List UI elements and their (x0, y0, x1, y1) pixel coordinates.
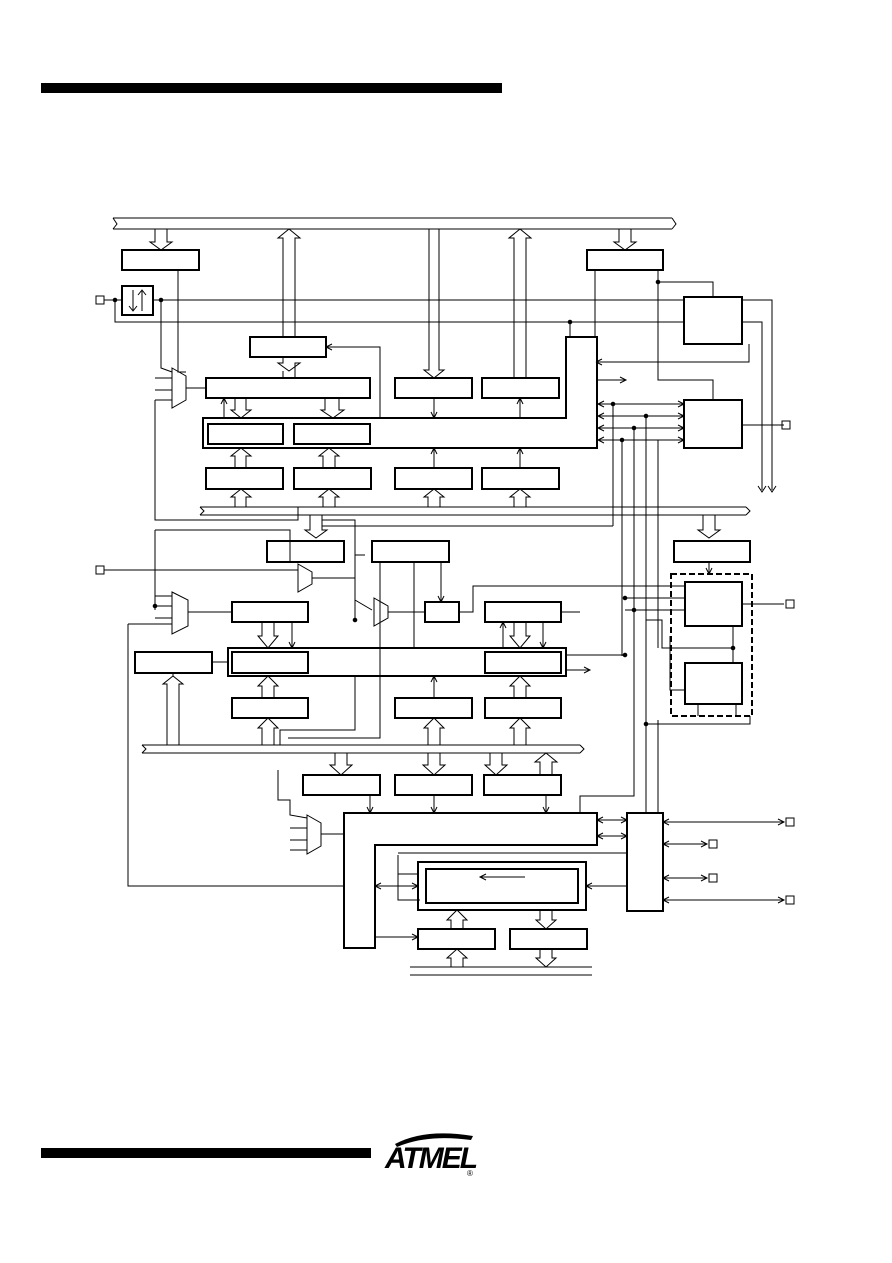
logo-registered-mark: ® (467, 1169, 473, 1178)
pin-5 (785, 817, 795, 827)
bus-middle (199, 506, 751, 516)
bus-connector-arrows (148, 228, 638, 379)
register-blocks-row1b (205, 377, 560, 399)
mux-3 (171, 591, 189, 635)
bus-bottom (141, 744, 585, 754)
bidirectional-arrows-icon (128, 289, 147, 312)
mux-1 (171, 367, 187, 409)
datapath-block-2 (227, 647, 567, 677)
footer-rule (41, 1148, 371, 1158)
pin-2 (781, 420, 791, 430)
control-block-1 (683, 296, 743, 449)
mux-4 (373, 597, 389, 627)
io-block (626, 812, 664, 912)
pin-3 (95, 565, 105, 575)
logo-arc (395, 1133, 473, 1147)
register-blocks-row1c (205, 467, 560, 490)
bus-top (112, 217, 677, 230)
mux-5 (306, 814, 322, 855)
datapath-block-1 (202, 336, 598, 449)
register-blocks-row3 (302, 774, 562, 796)
register-blocks-row2b (231, 697, 562, 719)
pin-7 (708, 873, 718, 883)
header-rule (41, 83, 502, 93)
mux-2 (297, 563, 313, 593)
logo-text: ATMEL (384, 1142, 477, 1175)
datapath-block-3 (343, 812, 598, 950)
bus-lowest (410, 966, 592, 976)
atmel-logo: ATMEL ® (384, 1133, 477, 1178)
timer-group (670, 573, 753, 717)
pin-8 (785, 895, 795, 905)
register-blocks-row1 (121, 249, 664, 358)
pin-1 (95, 295, 105, 305)
pin-6 (708, 839, 718, 849)
pin-4 (785, 599, 795, 609)
